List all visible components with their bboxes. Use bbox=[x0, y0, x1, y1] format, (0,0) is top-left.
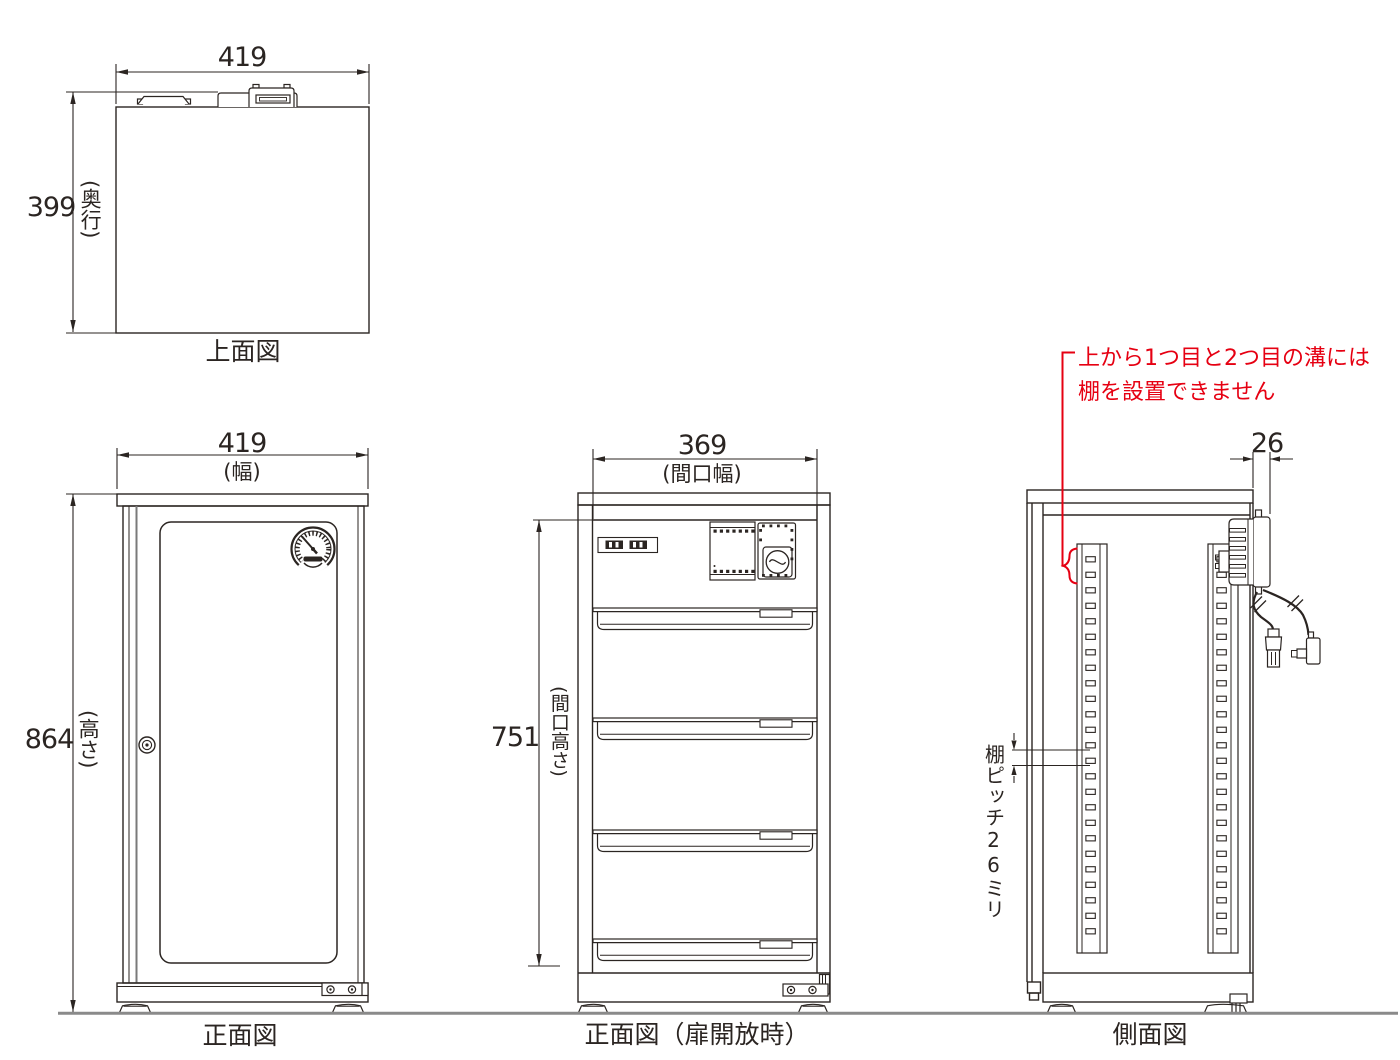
open-latch-plate bbox=[782, 973, 831, 997]
door-window bbox=[159, 521, 338, 964]
side-protrusion-dimension: 26 bbox=[1250, 428, 1284, 459]
top-hinge-part bbox=[136, 95, 192, 105]
warning-pointer-line bbox=[1060, 351, 1078, 585]
cable-socket-connector bbox=[1264, 628, 1283, 668]
front-width-label: (幅) bbox=[223, 460, 261, 484]
shelf-tray bbox=[592, 829, 818, 853]
shelf-pitch-leaders bbox=[1011, 733, 1090, 783]
top-dehumidifier-unit bbox=[217, 83, 298, 107]
top-view-caption: 上面図 bbox=[205, 337, 281, 366]
opening-width-label: (間口幅) bbox=[662, 462, 742, 486]
shelf-warning-line2: 棚を設置できません bbox=[1078, 380, 1276, 405]
front-view-caption: 正面図 bbox=[202, 1021, 278, 1050]
top-width-dimension: 419 bbox=[217, 42, 268, 73]
front-view-drawing bbox=[66, 448, 369, 1013]
top-depth-dimension: 399 bbox=[26, 192, 77, 223]
top-view-drawing bbox=[66, 64, 370, 334]
power-cables bbox=[1250, 588, 1321, 668]
interior-sockets bbox=[597, 536, 659, 554]
power-adapter-unit bbox=[1215, 509, 1271, 595]
front-height-dimension: 864 bbox=[24, 724, 75, 755]
interior-dehumidifier-unit bbox=[709, 521, 756, 581]
opening-width-dimension: 369 bbox=[677, 430, 728, 461]
door-open-view-drawing bbox=[528, 449, 831, 1013]
open-feet bbox=[577, 1003, 829, 1013]
shelf-tray bbox=[592, 607, 818, 631]
interior-fan-unit bbox=[757, 522, 797, 580]
front-view-dimensions bbox=[66, 448, 369, 1012]
top-depth-label: (奥行) bbox=[78, 180, 103, 239]
side-view-caption: 側面図 bbox=[1112, 1020, 1188, 1049]
shelf-rail-right bbox=[1207, 543, 1239, 954]
shelf-rail-left bbox=[1076, 543, 1108, 954]
keyhole-icon bbox=[138, 736, 156, 754]
front-hinge-plate bbox=[321, 982, 369, 997]
side-feet bbox=[1046, 993, 1248, 1013]
shelf-tray bbox=[592, 717, 818, 741]
door-open-view-caption: 正面図（扉開放時） bbox=[584, 1020, 810, 1049]
cable-dc-plug bbox=[1291, 631, 1321, 665]
side-view-dimensions bbox=[1230, 452, 1293, 514]
top-view-dimensions bbox=[66, 64, 370, 332]
hygrometer-icon bbox=[290, 526, 336, 573]
opening-height-label: (間口高さ) bbox=[547, 686, 570, 777]
front-height-label: (高さ) bbox=[76, 710, 101, 769]
front-feet bbox=[118, 1003, 365, 1013]
opening-height-dimension: 751 bbox=[490, 722, 541, 753]
shelf-tray bbox=[592, 938, 818, 962]
front-width-dimension: 419 bbox=[217, 428, 268, 459]
shelf-warning-line1: 上から1つ目と2つ目の溝には bbox=[1078, 346, 1370, 371]
shelf-pitch-label: 棚ピッチ26ミリ bbox=[981, 744, 1006, 920]
side-view-drawing bbox=[1011, 351, 1321, 1013]
